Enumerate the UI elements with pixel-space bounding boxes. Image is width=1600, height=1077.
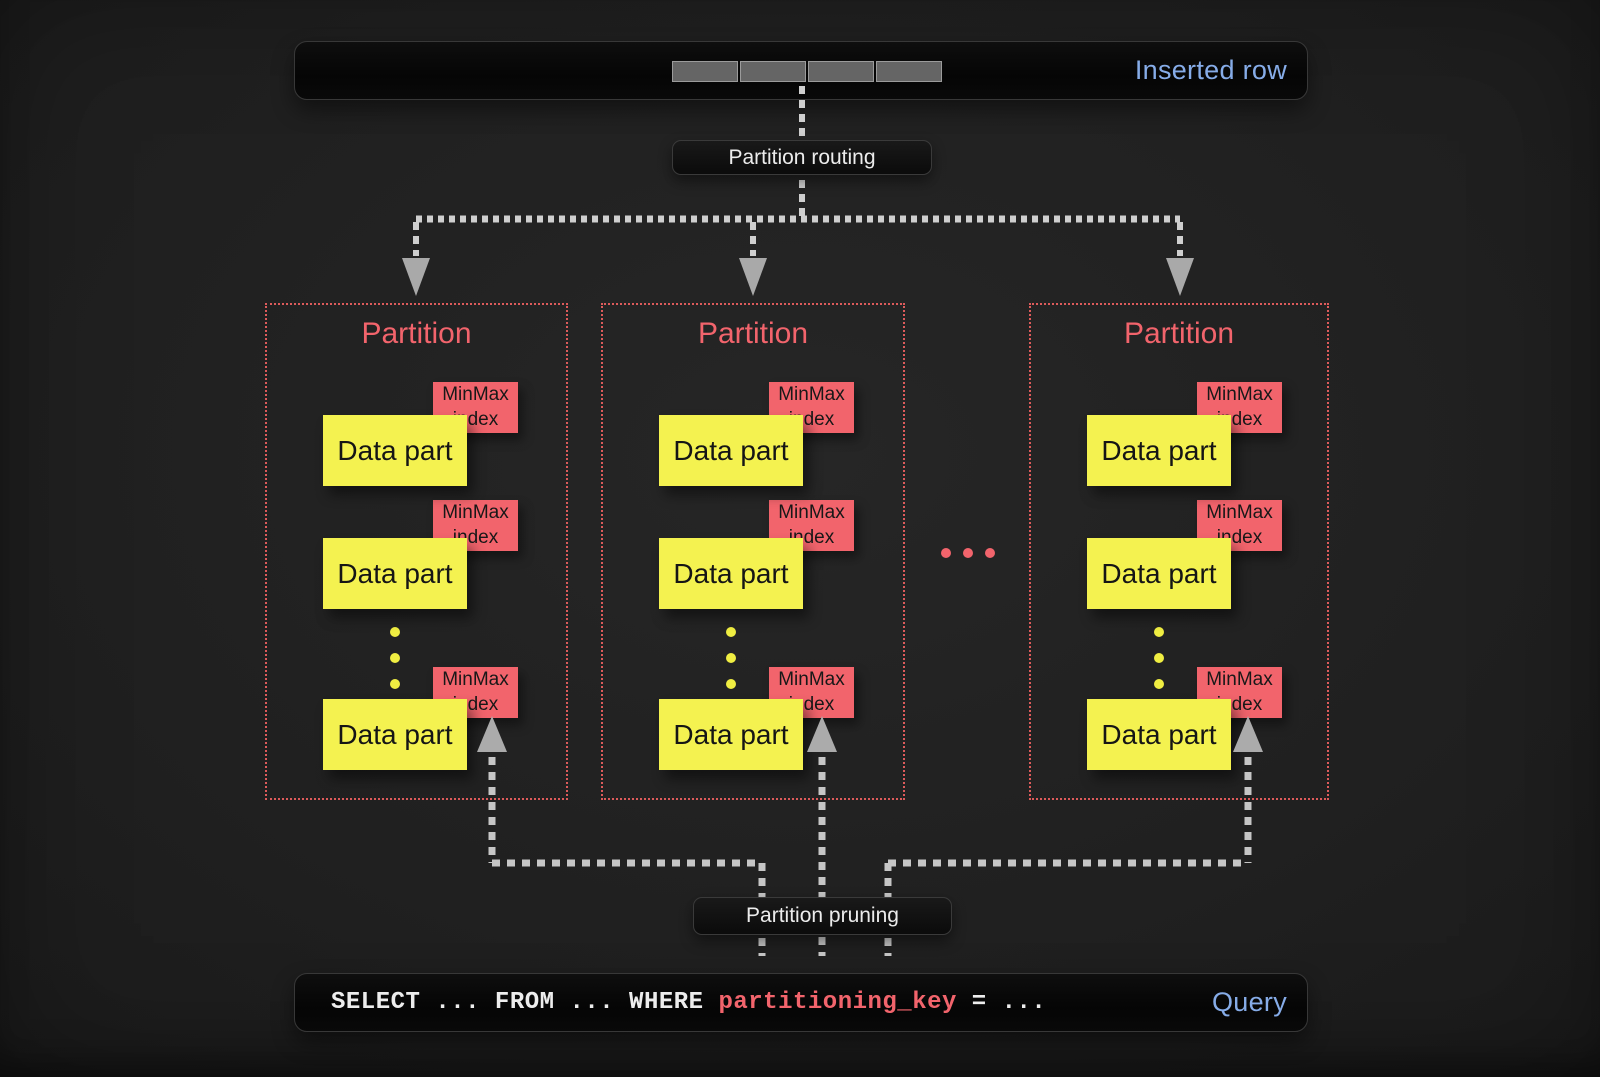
data-part-block: Data part [1087, 699, 1231, 770]
data-part-block: Data part [659, 699, 803, 770]
partition-title: Partition [1123, 317, 1235, 350]
inserted-row-bar: Inserted row [294, 41, 1308, 100]
more-partitions-ellipsis [941, 548, 995, 558]
inserted-row-segments [672, 61, 942, 82]
partition-title: Partition [697, 317, 809, 350]
partition-title: Partition [361, 317, 472, 350]
inserted-row-label: Inserted row [1134, 55, 1287, 85]
sql-suffix: = ... [956, 989, 1047, 1016]
row-segment [876, 61, 942, 82]
partition-box-3: Partition MinMax index Data part MinMax … [1029, 303, 1329, 800]
sql-query-text: SELECT ... FROM ... WHERE partitioning_k… [331, 974, 1046, 1031]
row-segment [740, 61, 806, 82]
query-bar: SELECT ... FROM ... WHERE partitioning_k… [294, 973, 1308, 1032]
vertical-ellipsis-dots [726, 627, 736, 689]
data-part-block: Data part [323, 538, 467, 609]
vertical-ellipsis-dots [1154, 627, 1164, 689]
partition-box-2: Partition MinMax index Data part MinMax … [601, 303, 905, 800]
data-part-block: Data part [659, 415, 803, 486]
vertical-ellipsis-dots [390, 627, 400, 689]
data-part-block: Data part [323, 415, 467, 486]
query-label: Query [1211, 987, 1287, 1017]
partition-box-1: Partition MinMax index Data part MinMax … [265, 303, 568, 800]
data-part-block: Data part [659, 538, 803, 609]
sql-partitioning-key: partitioning_key [718, 989, 957, 1016]
row-segment [672, 61, 738, 82]
sql-prefix: SELECT ... FROM ... WHERE [331, 989, 719, 1016]
data-part-block: Data part [1087, 415, 1231, 486]
down-arrowheads [402, 258, 1194, 296]
data-part-block: Data part [323, 699, 467, 770]
row-segment [808, 61, 874, 82]
data-part-block: Data part [1087, 538, 1231, 609]
partition-routing-label: Partition routing [672, 140, 932, 175]
partition-pruning-label: Partition pruning [693, 897, 952, 935]
